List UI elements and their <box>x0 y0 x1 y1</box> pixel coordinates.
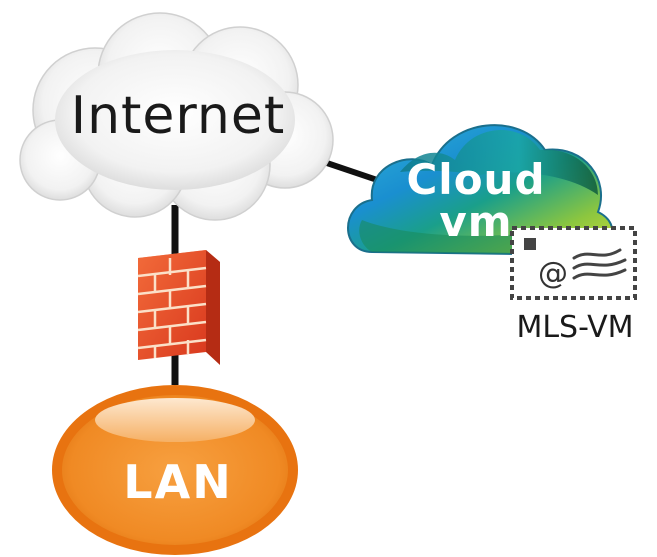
cloud-vm-label-line2: vm <box>439 197 512 246</box>
cloud-vm-label-line1: Cloud <box>406 155 545 204</box>
cloud-vm: Cloud vm <box>347 124 614 257</box>
lan-label: LAN <box>123 455 232 509</box>
firewall <box>137 250 220 365</box>
cloud-vm-icon <box>347 124 614 257</box>
cloud-icon <box>19 12 334 221</box>
mail-at-symbol: @ <box>538 256 568 291</box>
lan: LAN <box>52 385 298 555</box>
lan-gloss <box>95 398 255 442</box>
internet-cloud: Internet <box>19 12 334 221</box>
firewall-icon <box>137 250 220 365</box>
mls-vm-label: MLS-VM <box>516 310 633 345</box>
internet-label: Internet <box>71 86 285 146</box>
mls-vm: @ MLS-VM <box>510 226 637 345</box>
mail-stamp-icon: @ <box>510 226 637 300</box>
